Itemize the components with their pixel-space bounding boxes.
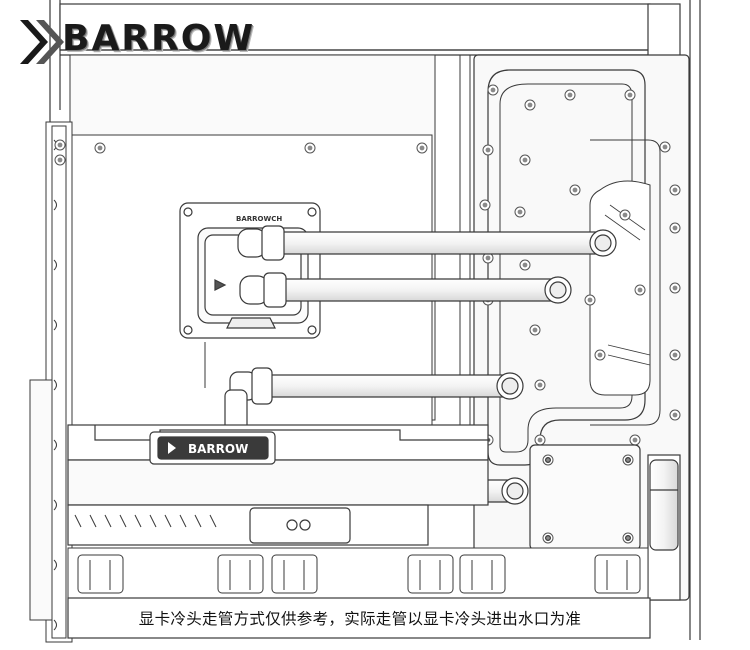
gpu-io-cutouts bbox=[74, 514, 217, 528]
fan bbox=[217, 554, 264, 594]
gpu-block-badge: BARROW bbox=[149, 431, 276, 465]
fan bbox=[271, 554, 318, 594]
barrow-logo-mark bbox=[20, 20, 64, 64]
fan bbox=[459, 554, 506, 594]
pcie-bracket-strip bbox=[29, 121, 73, 643]
gpu-card bbox=[67, 424, 490, 546]
bottom-right-fitting-column bbox=[647, 454, 681, 601]
middle-tube bbox=[254, 374, 521, 398]
cpu-upper-tube bbox=[259, 231, 611, 255]
brand-logo-text: BARROW bbox=[62, 17, 256, 59]
diagram-caption: 显卡冷头走管方式仅供参考，实际走管以显卡冷头进出水口为准 bbox=[138, 610, 582, 628]
cpu-outlet-fitting bbox=[239, 272, 287, 308]
caption-panel bbox=[67, 597, 651, 639]
pump-top-cover bbox=[529, 444, 641, 551]
fan bbox=[77, 554, 124, 594]
fan bbox=[407, 554, 454, 594]
brand-logo: BARROW bbox=[62, 14, 332, 62]
cpu-inlet-fitting bbox=[237, 225, 285, 261]
gpu-block-label: BARROW bbox=[188, 442, 248, 456]
cpu-lower-tube bbox=[259, 278, 571, 302]
fan bbox=[594, 554, 641, 594]
cpu-block-label: BARROWCH bbox=[236, 215, 282, 223]
bottom-fans bbox=[67, 547, 649, 599]
left-90-degree-fitting bbox=[224, 367, 273, 436]
